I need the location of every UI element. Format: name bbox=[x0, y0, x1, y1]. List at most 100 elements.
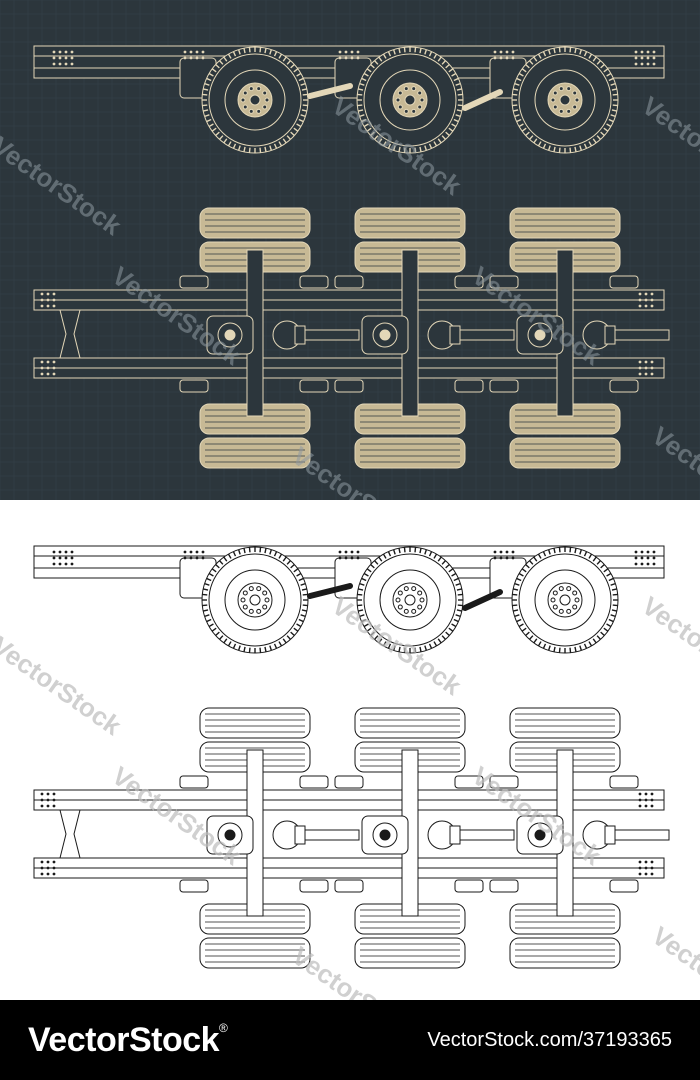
rivet bbox=[344, 50, 348, 54]
tread-mark bbox=[378, 56, 383, 62]
tread-mark bbox=[298, 77, 304, 82]
footer-bar: VectorStock® VectorStock.com/37193365 bbox=[0, 1000, 700, 1080]
tread-mark bbox=[579, 49, 583, 55]
tread-mark bbox=[569, 47, 572, 53]
rivet bbox=[646, 50, 650, 54]
tread-mark bbox=[558, 547, 561, 553]
u-joint bbox=[449, 325, 461, 345]
rivet bbox=[58, 550, 62, 554]
tread-mark bbox=[203, 588, 209, 591]
rivet bbox=[646, 62, 650, 66]
tread-mark bbox=[606, 123, 612, 128]
diff-center bbox=[534, 329, 546, 341]
hub-center bbox=[249, 94, 261, 106]
tread-mark bbox=[286, 60, 291, 65]
tread-mark bbox=[264, 646, 267, 652]
tire-inner bbox=[208, 553, 302, 647]
tread-mark bbox=[273, 51, 278, 57]
rivet bbox=[58, 62, 62, 66]
tread-mark bbox=[455, 82, 461, 86]
tread-mark bbox=[359, 582, 365, 586]
tread-mark bbox=[374, 560, 379, 565]
tread-mark bbox=[232, 143, 237, 149]
tread-mark bbox=[361, 118, 367, 123]
tread-mark bbox=[387, 51, 392, 57]
tread-mark bbox=[453, 577, 459, 582]
rivet bbox=[505, 550, 509, 554]
tire-block bbox=[199, 937, 311, 969]
rivet bbox=[338, 56, 342, 60]
tread-mark bbox=[358, 609, 364, 612]
tread-mark bbox=[608, 118, 614, 123]
tread-mark bbox=[273, 551, 278, 557]
tire-inner bbox=[363, 553, 457, 647]
rivet bbox=[189, 56, 193, 60]
tread-mark bbox=[301, 109, 307, 112]
lug-nut bbox=[262, 104, 268, 110]
rivet bbox=[644, 804, 648, 808]
hub-center bbox=[559, 594, 571, 606]
lug-nut bbox=[248, 108, 254, 114]
lug-nut bbox=[558, 86, 564, 92]
tire-block bbox=[354, 207, 466, 239]
side-view bbox=[33, 545, 665, 654]
tread-mark bbox=[441, 60, 446, 65]
tread-mark bbox=[290, 564, 295, 569]
rivet bbox=[638, 372, 642, 376]
lug-nut bbox=[397, 590, 403, 596]
tread-mark bbox=[611, 588, 617, 591]
side-axle-3 bbox=[489, 546, 619, 654]
tread-mark bbox=[370, 631, 375, 636]
tread-mark bbox=[208, 72, 214, 77]
top-axle-3 bbox=[489, 749, 670, 917]
rivet bbox=[499, 56, 503, 60]
tread-mark bbox=[269, 49, 273, 55]
tire-block bbox=[509, 207, 621, 239]
side-axle-2 bbox=[334, 46, 464, 154]
tread-mark bbox=[259, 47, 262, 53]
lug-nut bbox=[256, 608, 262, 614]
tread-mark bbox=[592, 638, 597, 644]
tread-mark bbox=[219, 635, 224, 640]
top-axle-3 bbox=[489, 249, 670, 417]
tread-mark bbox=[542, 643, 547, 649]
tread-mark bbox=[612, 104, 618, 107]
lug-nut bbox=[256, 586, 262, 592]
cross-member bbox=[59, 309, 81, 359]
diff-cover bbox=[217, 322, 243, 348]
tread-mark bbox=[424, 145, 428, 151]
spring-bracket bbox=[179, 775, 209, 789]
tread-mark bbox=[206, 577, 212, 582]
tread-mark bbox=[296, 123, 302, 128]
rivet bbox=[52, 866, 56, 870]
spring-bracket bbox=[299, 879, 329, 893]
lug-nut bbox=[566, 108, 572, 114]
tread-mark bbox=[525, 131, 530, 136]
drive-shaft bbox=[455, 829, 515, 841]
lug-nut bbox=[242, 104, 248, 110]
tread-mark bbox=[588, 53, 593, 59]
rivet bbox=[356, 556, 360, 560]
tread-mark bbox=[558, 147, 561, 153]
tread-mark bbox=[600, 131, 605, 136]
tire-inner bbox=[518, 53, 612, 147]
rivet bbox=[189, 550, 193, 554]
tread-mark bbox=[456, 88, 462, 91]
tread-mark bbox=[448, 627, 454, 632]
tread-mark bbox=[448, 127, 454, 132]
rivet bbox=[40, 298, 44, 302]
tread-mark bbox=[518, 72, 524, 77]
tread-mark bbox=[357, 104, 363, 107]
tread-mark bbox=[204, 582, 210, 586]
tread-mark bbox=[569, 547, 572, 553]
u-joint bbox=[604, 325, 616, 345]
lug-nut bbox=[397, 90, 403, 96]
top-axle-2 bbox=[334, 749, 515, 917]
tread-mark bbox=[529, 635, 534, 640]
tread-mark bbox=[301, 88, 307, 91]
tread-mark bbox=[301, 609, 307, 612]
tread-mark bbox=[579, 645, 583, 651]
tread-mark bbox=[583, 51, 588, 57]
